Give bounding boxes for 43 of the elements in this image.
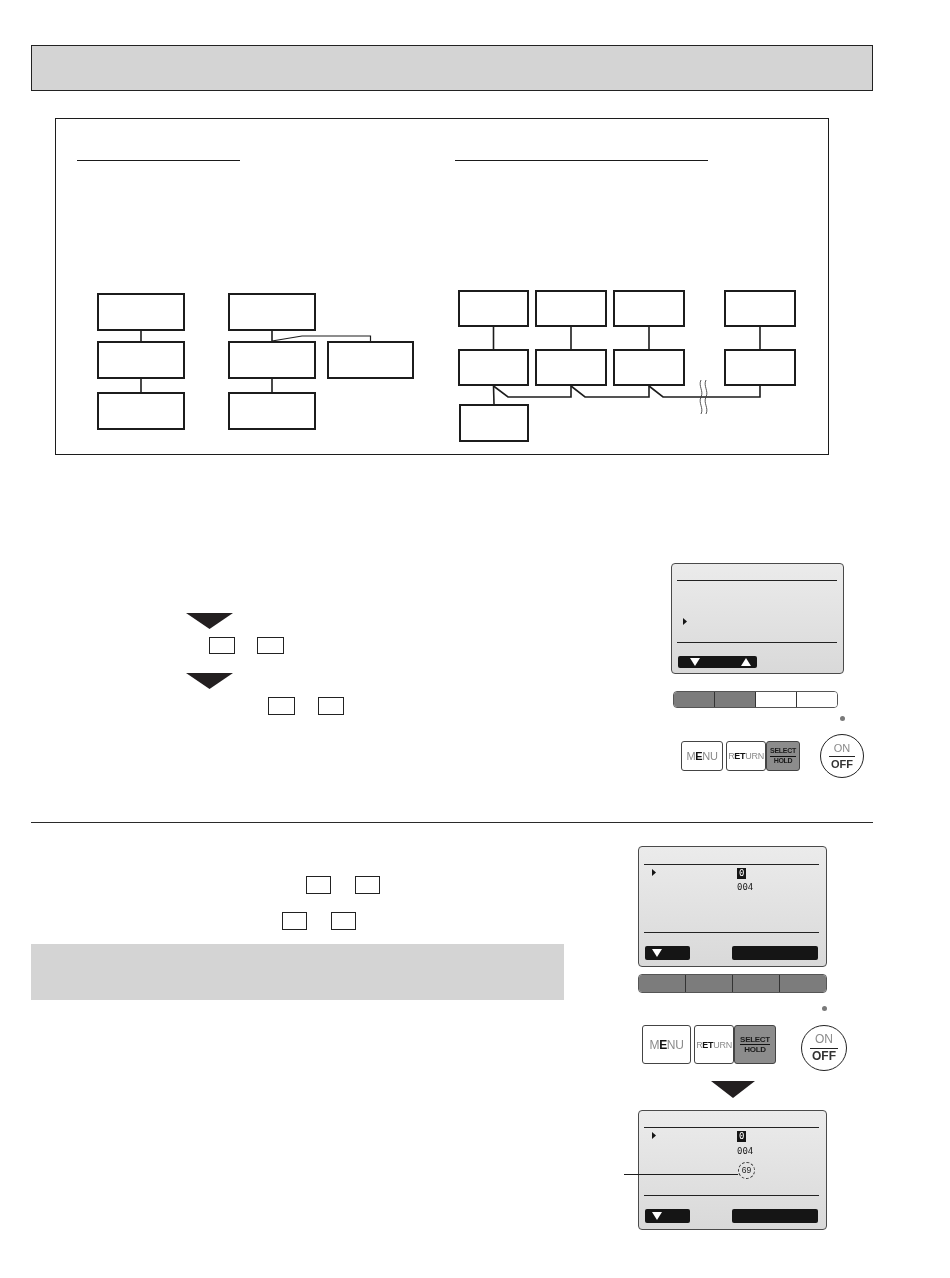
connector-line — [648, 326, 650, 350]
connector-line — [759, 326, 761, 350]
setting-number: 004 — [737, 1146, 754, 1157]
diagram-box — [97, 392, 185, 430]
menu-button: MENU — [642, 1025, 691, 1064]
connector-line — [492, 326, 495, 350]
diagram-box — [535, 290, 607, 327]
connector-line — [271, 335, 372, 342]
power-button: ON OFF — [801, 1025, 847, 1071]
diagram-box — [228, 341, 316, 379]
diagram-frame — [55, 118, 829, 455]
connector-line — [140, 330, 142, 342]
diagram-box — [724, 290, 796, 327]
power-button: ON OFF — [820, 734, 864, 778]
return-button: RETURN — [726, 741, 766, 771]
diagram-box — [458, 290, 529, 327]
connector-line — [648, 385, 761, 398]
diagram-box — [613, 290, 685, 327]
diagram-box — [535, 349, 607, 386]
connector-line — [140, 378, 142, 393]
diagram-box — [459, 404, 529, 442]
menu-button: MENU — [681, 741, 723, 771]
diagram-box — [228, 293, 316, 331]
diagram-box — [327, 341, 414, 379]
connector-line — [570, 385, 650, 398]
diagram-box — [97, 293, 185, 331]
connector-line — [570, 326, 572, 350]
setting-digit: 0 — [737, 868, 747, 879]
setting-number: 004 — [737, 882, 754, 893]
connector-line — [271, 378, 273, 393]
connector-line — [492, 385, 572, 398]
diagram-box — [458, 349, 529, 386]
connector-line — [271, 330, 273, 342]
select-hold-button: SELECT HOLD — [734, 1025, 776, 1064]
connector-line — [492, 385, 495, 405]
diagram-box — [228, 392, 316, 430]
setting-digit: 0 — [737, 1131, 747, 1142]
diagram-box — [724, 349, 796, 386]
diagram-box — [613, 349, 685, 386]
leader-line — [623, 1174, 739, 1175]
diagram-box — [97, 341, 185, 379]
note-band — [31, 944, 564, 1000]
return-button: RETURN — [694, 1025, 734, 1064]
